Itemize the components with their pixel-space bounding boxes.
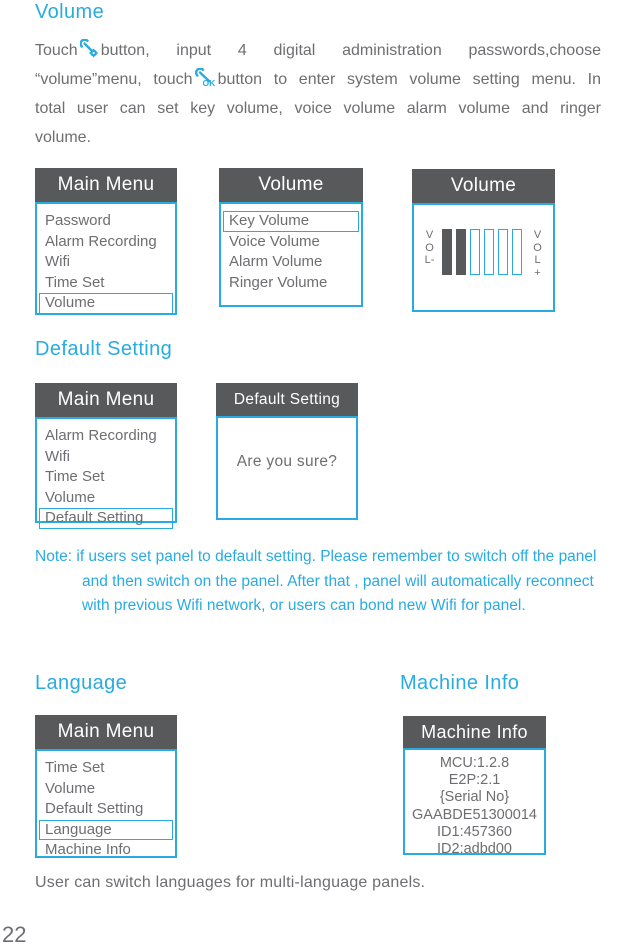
volume-bar-1 [441, 229, 452, 275]
machine-info-mcu: MCU:1.2.8 [439, 755, 510, 771]
menu-item-default-setting: Default Setting [45, 800, 144, 818]
machine-info-serial-no: GAABDE51300014 [412, 806, 537, 823]
menu-item-time-set: Time Set [45, 759, 105, 776]
screen-title: Main Menu [35, 383, 177, 417]
machine-info-serial-label: {Serial No} [439, 789, 510, 806]
menu-item-voice-volume: Voice Volume [229, 232, 320, 250]
screen-default-confirm: Default Setting Are you sure? [216, 383, 358, 520]
screen-volume-level: Volume VOL- VOL+ [412, 169, 555, 312]
note-paragraph: Note: if users set panel to default sett… [35, 545, 617, 619]
section-heading-default-setting: Default Setting [35, 338, 173, 360]
volume-bar-2 [455, 229, 466, 275]
screen-volume-menu: Volume Key Volume Voice Volume Alarm Vol… [219, 168, 363, 307]
menu-item-time-set: Time Set [45, 273, 105, 291]
menu-item-time-set: Time Set [45, 468, 105, 486]
volume-level-body: VOL- VOL+ [412, 203, 555, 312]
section-heading-language: Language [35, 672, 128, 694]
menu-item-ringer-volume: Ringer Volume [229, 273, 328, 291]
screen-title: Volume [219, 168, 363, 202]
screen-title: Volume [412, 169, 555, 203]
volume-bar-6 [511, 229, 522, 275]
intro-text-3: button to enter system volume setting me… [35, 71, 601, 146]
menu-list: Time Set Volume Default Setting Language… [35, 749, 177, 858]
screen-main-menu-language: Main Menu Time Set Volume Default Settin… [35, 715, 177, 858]
note-label: Note: [35, 548, 73, 565]
confirm-message: Are you sure? [236, 453, 338, 470]
screen-title: Main Menu [35, 168, 177, 202]
settings-wrench-icon [79, 38, 99, 58]
volume-bar-4 [483, 229, 494, 275]
footer-note: User can switch languages for multi-lang… [35, 874, 426, 891]
section-heading-machine-info: Machine Info [400, 672, 520, 694]
menu-item-volume: Volume [45, 488, 96, 506]
menu-list: Password Alarm Recording Wifi Time Set V… [35, 202, 177, 315]
screen-machine-info: Machine Info MCU:1.2.8 E2P:2.1 {Serial N… [403, 716, 546, 858]
volume-bars [441, 229, 522, 275]
volume-bar-3 [469, 229, 480, 275]
vol-plus-label: VOL+ [533, 229, 542, 279]
screen-title: Default Setting [216, 383, 358, 416]
svg-text:OK: OK [202, 78, 216, 87]
machine-info-body: MCU:1.2.8 E2P:2.1 {Serial No} GAABDE5130… [403, 748, 546, 858]
menu-list: Alarm Recording Wifi Time Set Volume Def… [35, 417, 177, 529]
confirm-body: Are you sure? [216, 416, 358, 520]
menu-item-language-selected: Language [39, 819, 173, 841]
screen-main-menu-default: Main Menu Alarm Recording Wifi Time Set … [35, 383, 177, 529]
intro-text-2: button, input 4 digital administration p… [35, 42, 601, 88]
note-text: if users set panel to default setting. P… [76, 548, 597, 614]
menu-item-default-setting-selected: Default Setting [39, 508, 173, 529]
volume-bar-5 [497, 229, 508, 275]
menu-item-wifi: Wifi [45, 447, 70, 465]
menu-item-alarm-volume: Alarm Volume [229, 253, 323, 271]
vol-minus-label: VOL- [424, 229, 435, 266]
intro-text-1: Touch [35, 42, 78, 59]
machine-info-e2p: E2P:2.1 [448, 772, 501, 789]
menu-item-alarm-recording: Alarm Recording [45, 232, 157, 250]
ok-wrench-icon: OK [194, 67, 216, 88]
menu-item-alarm-recording: Alarm Recording [45, 427, 157, 444]
menu-list: Key Volume Voice Volume Alarm Volume Rin… [219, 202, 363, 307]
screen-title: Main Menu [35, 715, 177, 749]
menu-item-volume-selected: Volume [39, 293, 173, 314]
page-number: 22 [2, 922, 27, 947]
section-heading-volume: Volume [35, 1, 105, 23]
menu-item-volume: Volume [45, 779, 96, 797]
menu-item-wifi: Wifi [45, 253, 70, 271]
machine-info-id2: ID2:adbd00 [437, 841, 512, 858]
screen-main-menu-volume: Main Menu Password Alarm Recording Wifi … [35, 168, 177, 315]
screen-title: Machine Info [403, 716, 546, 748]
menu-item-machine-info: Machine Info [45, 841, 131, 859]
menu-item-key-volume-selected: Key Volume [223, 211, 359, 232]
machine-info-id1: ID1:457360 [437, 823, 512, 840]
menu-item-password: Password [45, 212, 111, 229]
